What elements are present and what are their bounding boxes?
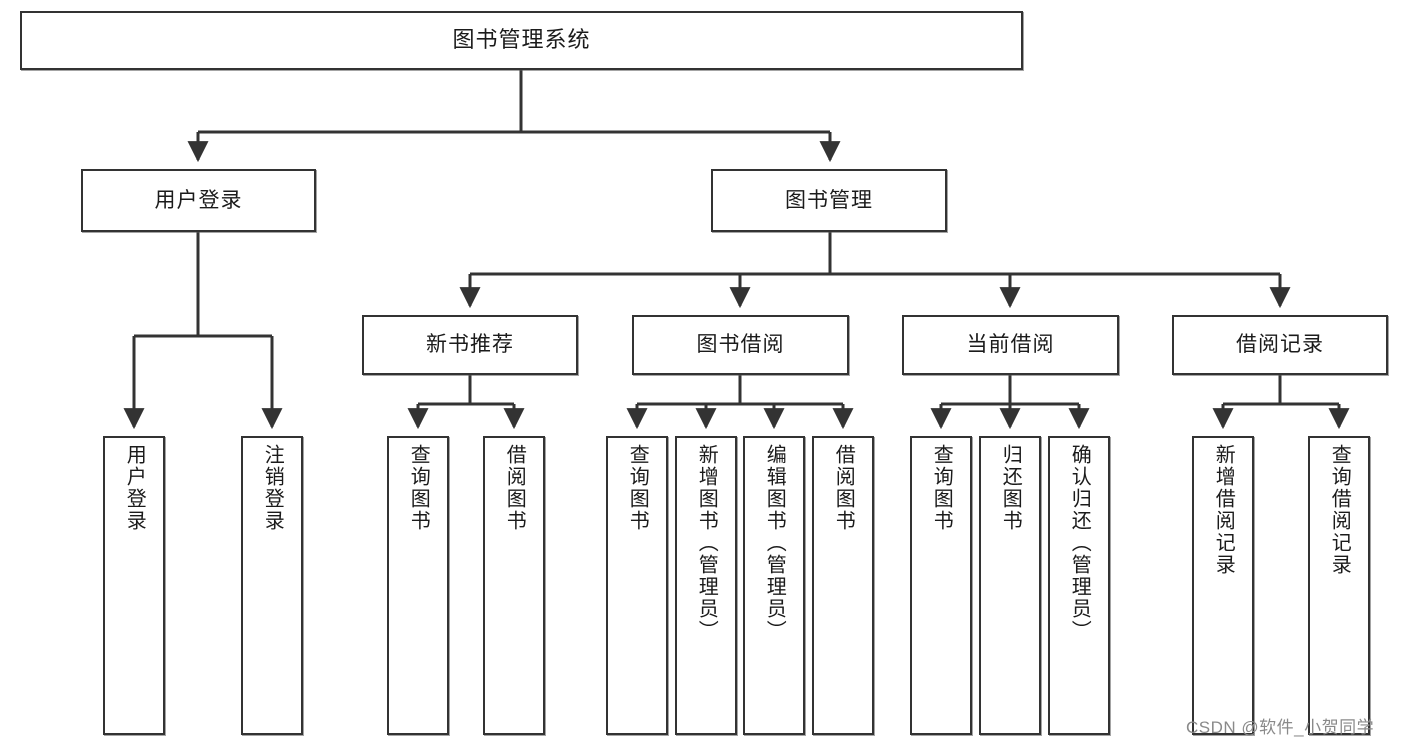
node-borrow-record-label: 借阅记录 — [1236, 333, 1324, 357]
node-book-borrow-label: 图书借阅 — [696, 333, 785, 357]
node-leaf-logout[interactable]: 注销登录 — [241, 436, 303, 735]
node-root[interactable]: 图书管理系统 — [20, 11, 1023, 70]
node-leaf-query-borrow-record[interactable]: 查询借阅记录 — [1308, 436, 1370, 735]
node-current-borrow-label: 当前借阅 — [966, 333, 1055, 357]
node-new-book-rec-label: 新书推荐 — [426, 333, 514, 357]
node-leaf-query-book-3[interactable]: 查询图书 — [910, 436, 972, 735]
node-leaf-borrow-book-1-label: 借阅图书 — [503, 444, 526, 532]
node-leaf-edit-book-admin[interactable]: 编辑图书（管理员） — [743, 436, 805, 735]
node-user-login[interactable]: 用户登录 — [81, 169, 316, 232]
node-leaf-logout-label: 注销登录 — [261, 444, 284, 532]
node-leaf-return-book[interactable]: 归还图书 — [979, 436, 1041, 735]
node-leaf-user-login[interactable]: 用户登录 — [103, 436, 165, 735]
node-leaf-query-book-2[interactable]: 查询图书 — [606, 436, 668, 735]
node-leaf-query-book-1-label: 查询图书 — [407, 444, 430, 532]
node-book-manage-label: 图书管理 — [785, 188, 873, 212]
node-book-manage[interactable]: 图书管理 — [711, 169, 947, 232]
node-leaf-add-book-admin-label: 新增图书（管理员） — [695, 444, 718, 642]
node-leaf-edit-book-admin-label: 编辑图书（管理员） — [763, 444, 786, 642]
node-leaf-add-book-admin[interactable]: 新增图书（管理员） — [675, 436, 737, 735]
node-leaf-confirm-return-admin[interactable]: 确认归还（管理员） — [1048, 436, 1110, 735]
node-leaf-confirm-return-admin-label: 确认归还（管理员） — [1068, 444, 1091, 642]
node-leaf-borrow-book-2[interactable]: 借阅图书 — [812, 436, 874, 735]
node-user-login-label: 用户登录 — [154, 188, 243, 212]
node-leaf-user-login-label: 用户登录 — [123, 444, 146, 532]
node-leaf-borrow-book-2-label: 借阅图书 — [832, 444, 855, 532]
node-root-label: 图书管理系统 — [452, 27, 591, 53]
node-current-borrow[interactable]: 当前借阅 — [902, 315, 1119, 375]
node-leaf-borrow-book-1[interactable]: 借阅图书 — [483, 436, 545, 735]
node-new-book-rec[interactable]: 新书推荐 — [362, 315, 578, 375]
node-leaf-add-borrow-record[interactable]: 新增借阅记录 — [1192, 436, 1254, 735]
node-leaf-return-book-label: 归还图书 — [999, 444, 1022, 532]
node-leaf-add-borrow-record-label: 新增借阅记录 — [1212, 444, 1235, 576]
node-leaf-query-book-2-label: 查询图书 — [626, 444, 649, 532]
node-leaf-query-book-3-label: 查询图书 — [930, 444, 953, 532]
node-leaf-query-borrow-record-label: 查询借阅记录 — [1328, 444, 1351, 576]
csdn-watermark: CSDN @软件_小贺同学 — [1186, 718, 1375, 737]
node-book-borrow[interactable]: 图书借阅 — [632, 315, 849, 375]
node-borrow-record[interactable]: 借阅记录 — [1172, 315, 1388, 375]
node-leaf-query-book-1[interactable]: 查询图书 — [387, 436, 449, 735]
